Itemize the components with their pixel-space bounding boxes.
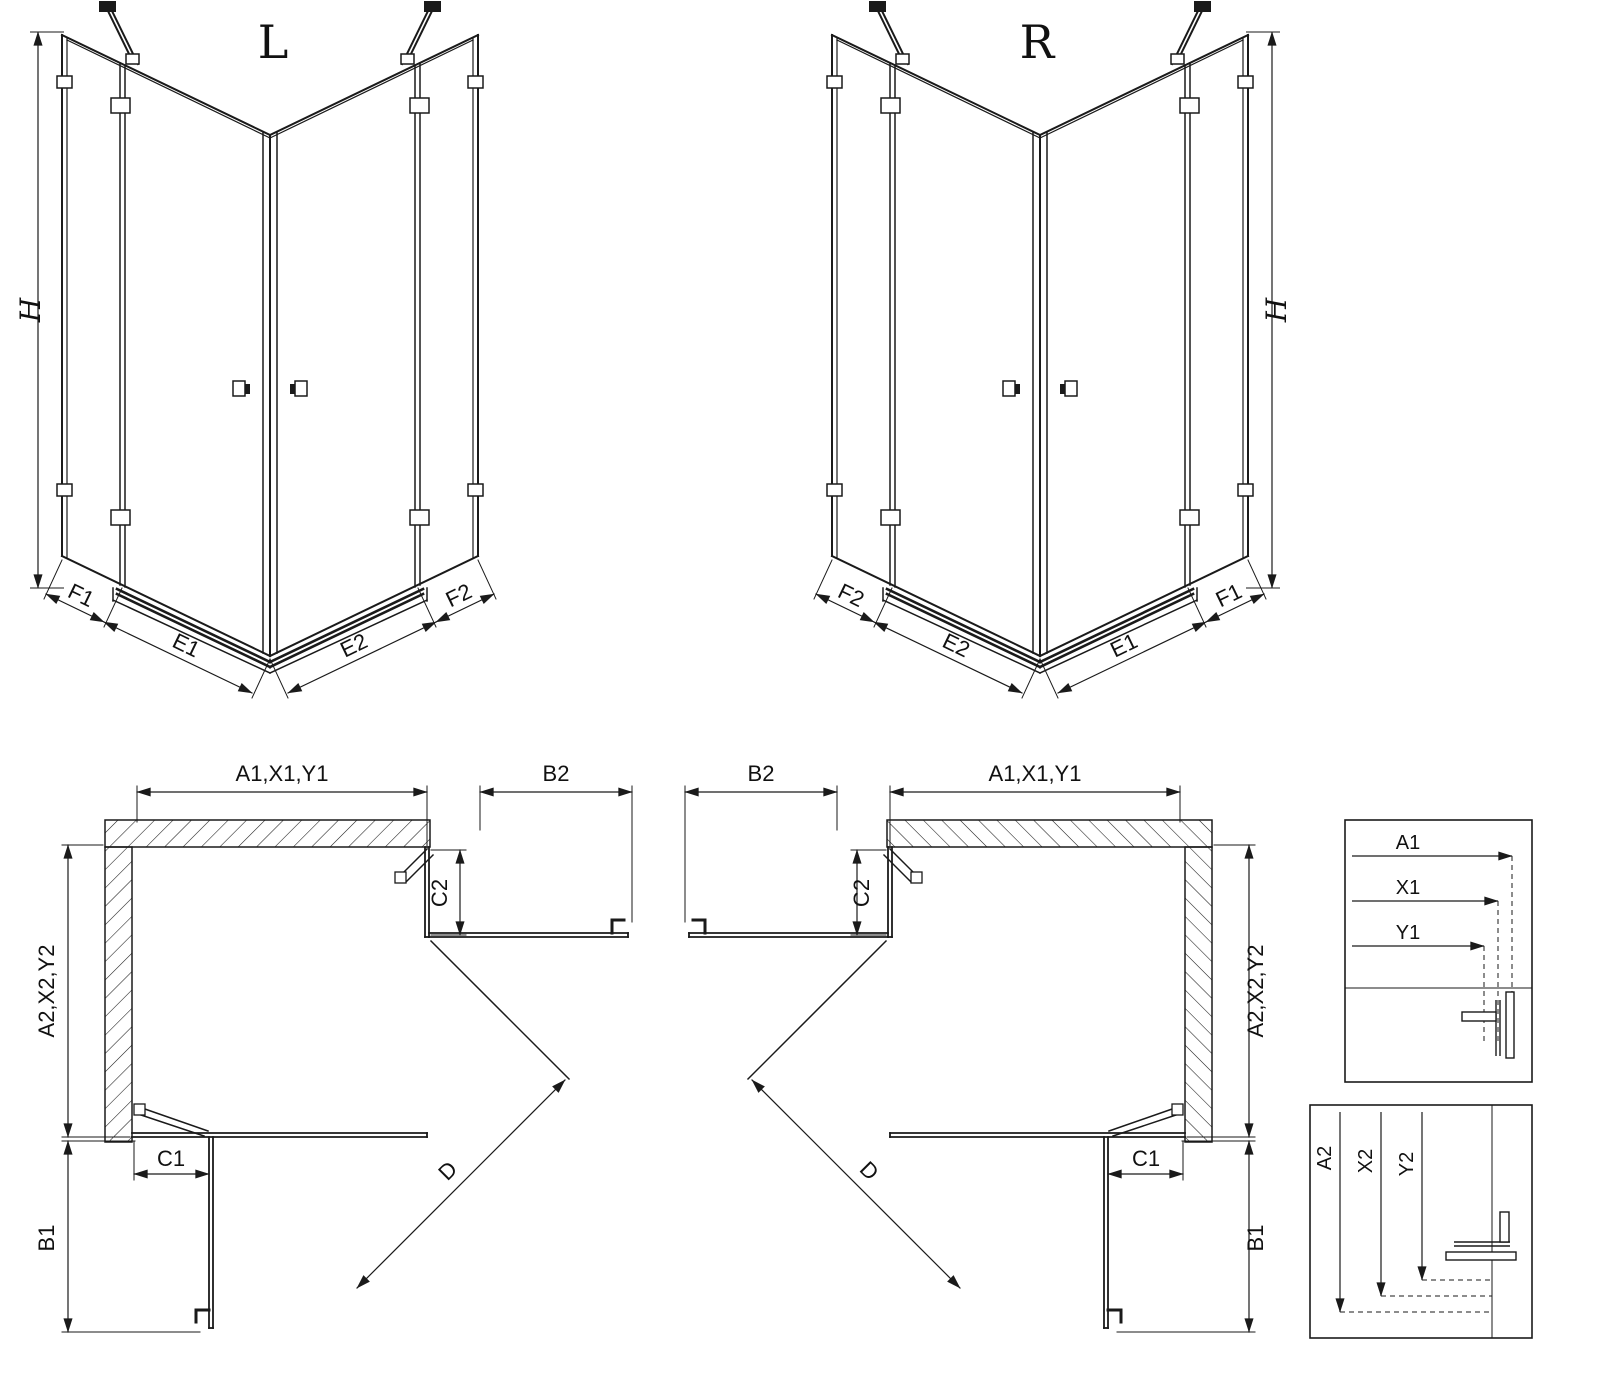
detail-label-a1: A1 <box>1396 832 1420 854</box>
variant-label-left: L <box>258 15 289 69</box>
dim-label-b1: B1 <box>1243 1225 1268 1252</box>
dim-label-c1: C1 <box>1132 1146 1160 1171</box>
profile-wall <box>1505 991 1515 1059</box>
panel-label-f-left: F2 <box>834 578 868 612</box>
dim-label-c2: C2 <box>849 879 874 907</box>
profile-bracket <box>1461 1011 1497 1022</box>
profile-bracket <box>1499 1211 1510 1243</box>
detail-label-y2: Y2 <box>1396 1152 1418 1176</box>
dim-label-d: D <box>855 1156 884 1185</box>
dim-label-b1: B1 <box>34 1225 59 1252</box>
height-label: H <box>1260 297 1293 323</box>
dim-label-width: A1,X1,Y1 <box>989 761 1082 786</box>
perspective-view-left <box>30 1 496 698</box>
dim-label-depth: A2,X2,Y2 <box>34 945 59 1038</box>
dim-label-c2: C2 <box>427 879 452 907</box>
detail-view-width <box>1344 819 1533 1083</box>
detail-label-y1: Y1 <box>1396 922 1420 944</box>
detail-label-x2: X2 <box>1355 1149 1377 1173</box>
profile-wall <box>1445 1251 1517 1261</box>
dim-label-depth: A2,X2,Y2 <box>1243 945 1268 1038</box>
detail-box <box>1344 819 1533 1083</box>
dim-label-b2: B2 <box>543 761 570 786</box>
panel-label-f-left: F1 <box>64 578 98 612</box>
plan-view-left <box>62 786 632 1332</box>
dim-label-b2: B2 <box>748 761 775 786</box>
perspective-view-right <box>814 1 1280 698</box>
panel-label-f-right: F1 <box>1212 578 1246 612</box>
dim-label-d: D <box>433 1156 462 1185</box>
detail-view-depth <box>1309 1104 1533 1339</box>
detail-label-a2: A2 <box>1314 1146 1336 1170</box>
plan-view-right <box>685 786 1255 1332</box>
detail-box <box>1309 1104 1533 1339</box>
dim-label-width: A1,X1,Y1 <box>236 761 329 786</box>
panel-label-f-right: F2 <box>442 578 476 612</box>
dim-label-c1: C1 <box>157 1146 185 1171</box>
detail-label-x1: X1 <box>1396 877 1420 899</box>
height-label: H <box>14 297 47 323</box>
variant-label-right: R <box>1020 15 1056 69</box>
